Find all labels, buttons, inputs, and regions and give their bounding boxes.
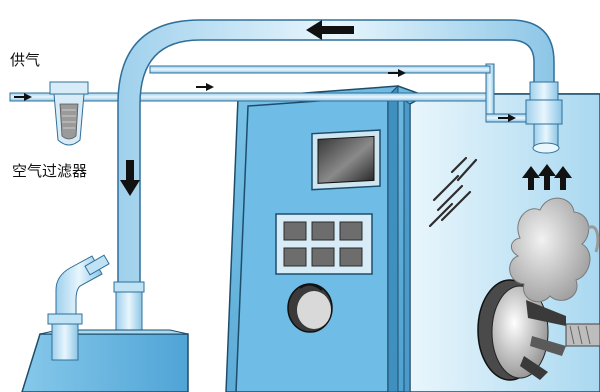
air-filter-label: 空气过滤器	[12, 164, 87, 179]
air-supply-label: 供气	[10, 53, 40, 68]
control-screen	[312, 130, 380, 190]
arrow-right-icon	[196, 83, 214, 91]
control-keypad	[276, 214, 372, 274]
air-filter-icon	[50, 82, 88, 145]
dust-collector	[22, 255, 188, 392]
knob-icon	[288, 284, 332, 332]
